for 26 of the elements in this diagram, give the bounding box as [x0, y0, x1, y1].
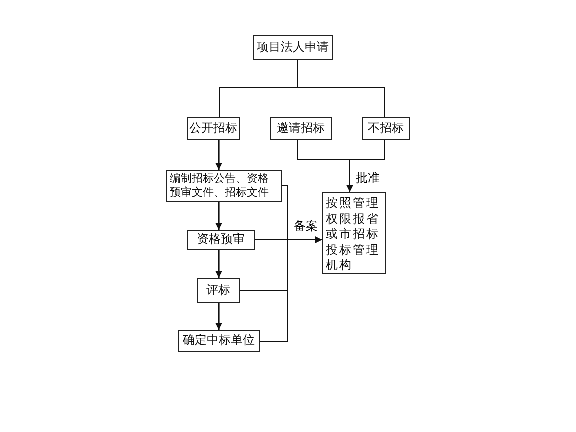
- process-box: [178, 330, 260, 352]
- process-box: [166, 170, 282, 202]
- arrow: [260, 236, 322, 342]
- arrow: [216, 202, 222, 230]
- edge-label: 批准: [355, 171, 381, 186]
- arrow: [216, 303, 222, 330]
- box-text: 公开招标: [190, 120, 238, 136]
- process-box: [187, 117, 240, 140]
- process-box: [197, 278, 240, 303]
- process-box: [270, 117, 332, 140]
- process-box: [253, 35, 333, 60]
- arrow: [216, 140, 222, 170]
- box-text: 邀请招标: [277, 120, 325, 136]
- arrow: [346, 140, 386, 192]
- box-text: 项目法人申请: [257, 40, 329, 56]
- box-text: 按照管理权限报省或市招标投标管理机构: [326, 196, 381, 274]
- box-text: 资格预审: [197, 232, 245, 248]
- box-text: 编制招标公告、资格预审文件、招标文件: [170, 172, 270, 200]
- box-text: 不招标: [368, 120, 404, 136]
- process-box: [187, 230, 255, 250]
- edge-label: 备案: [293, 219, 319, 234]
- box-text: 确定中标单位: [183, 333, 255, 349]
- process-box: [362, 117, 410, 140]
- connector-line: [298, 60, 386, 118]
- box-text: 评标: [206, 282, 230, 298]
- arrow: [216, 250, 222, 278]
